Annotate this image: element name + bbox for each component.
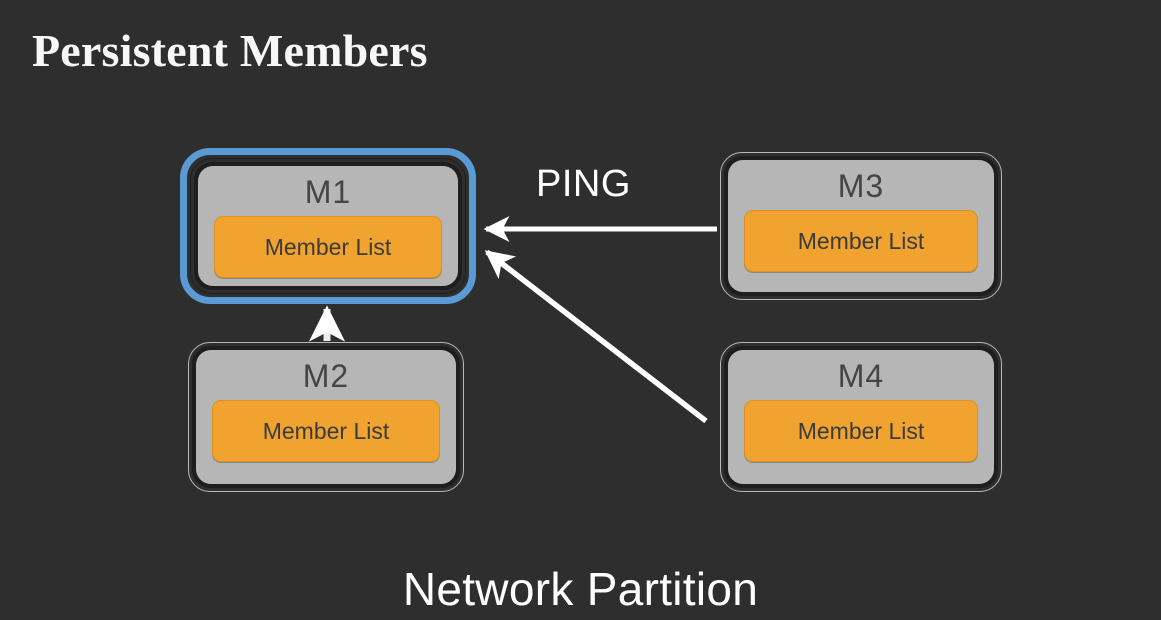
selection-ring-icon bbox=[180, 148, 476, 304]
node-outline bbox=[188, 342, 464, 492]
member-list-badge-m4[interactable]: Member List bbox=[744, 400, 978, 463]
member-node-m3[interactable]: M3 Member List bbox=[720, 152, 1002, 300]
node-body: M1 Member List bbox=[198, 166, 458, 286]
ping-label: PING bbox=[536, 163, 631, 205]
member-list-badge-m3[interactable]: Member List bbox=[744, 210, 978, 273]
member-list-badge-m1[interactable]: Member List bbox=[214, 216, 442, 279]
member-node-m1[interactable]: M1 Member List bbox=[180, 148, 476, 304]
member-node-m2[interactable]: M2 Member List bbox=[188, 342, 464, 492]
member-node-m4[interactable]: M4 Member List bbox=[720, 342, 1002, 492]
page-title: Persistent Members bbox=[32, 25, 428, 76]
member-node-label: M1 bbox=[304, 174, 352, 210]
node-outline bbox=[720, 152, 1002, 300]
node-outline bbox=[720, 342, 1002, 492]
node-body: M3 Member List bbox=[728, 160, 994, 292]
member-list-badge-m2[interactable]: Member List bbox=[212, 400, 440, 463]
member-node-label: M2 bbox=[302, 358, 350, 394]
member-node-label: M3 bbox=[837, 168, 885, 204]
member-node-label: M4 bbox=[837, 358, 885, 394]
node-body: M2 Member List bbox=[196, 350, 456, 484]
footer-caption: Network Partition bbox=[402, 563, 759, 615]
node-body: M4 Member List bbox=[728, 350, 994, 484]
arrow-m4-to-m1 bbox=[484, 249, 708, 424]
node-outline bbox=[190, 158, 466, 294]
